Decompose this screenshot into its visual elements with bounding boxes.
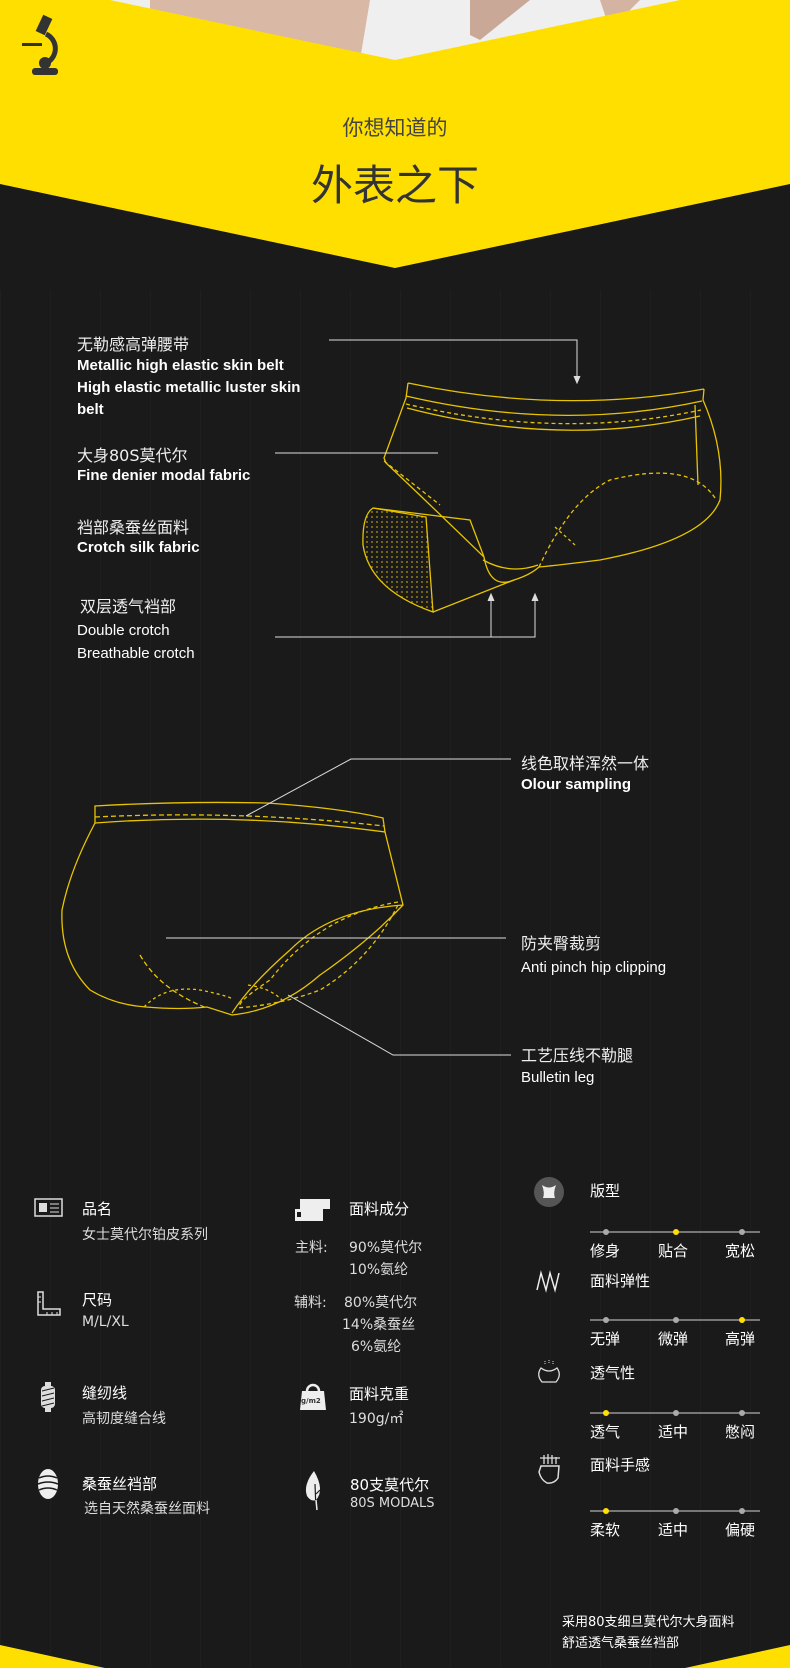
rating-dot (603, 1229, 609, 1235)
spec-main-value: 10%氨纶 (349, 1262, 409, 1278)
label-body-en: Fine denier modal fabric (77, 467, 251, 484)
spec-modal-value: 80S MODALS (350, 1496, 435, 1511)
spec-main-label: 主料: (295, 1240, 328, 1256)
spec-thread-value: 高韧度缝合线 (82, 1411, 166, 1427)
rating-option: 宽松 (725, 1242, 756, 1260)
label-waistband-en: belt (77, 401, 104, 418)
fabric-composition-icon (295, 1199, 330, 1221)
spec-thread-title: 缝纫线 (82, 1384, 128, 1402)
rating-option: 适中 (658, 1423, 689, 1441)
spec-name-title: 品名 (82, 1200, 113, 1218)
spec-crotch-title: 桑蚕丝裆部 (82, 1475, 158, 1493)
rating-title: 版型 (590, 1182, 621, 1200)
rating-dot (673, 1410, 679, 1416)
label-hip-cn: 防夹臀裁剪 (521, 934, 602, 953)
spec-size-value: M/L/XL (82, 1314, 129, 1330)
spec-aux-value: 80%莫代尔 (344, 1295, 418, 1311)
label-crotch-en: Crotch silk fabric (77, 539, 200, 556)
rating-dot-selected (603, 1508, 609, 1514)
rating-option: 憋闷 (725, 1423, 756, 1441)
rating-dot (673, 1317, 679, 1323)
spec-composition-title: 面料成分 (349, 1200, 410, 1218)
label-colour-en: Olour sampling (521, 776, 632, 793)
elasticity-icon (536, 1270, 560, 1293)
thread-spool-icon (41, 1382, 55, 1412)
pointer-line-waistband (329, 339, 578, 380)
weight-icon-text: g/m2 (301, 1397, 321, 1405)
rating-dot (673, 1508, 679, 1514)
rating-title: 透气性 (590, 1364, 636, 1382)
label-leg-en: Bulletin leg (521, 1069, 595, 1086)
briefs-front-drawing (383, 382, 722, 583)
rating-option: 透气 (590, 1423, 621, 1441)
label-double-crotch-cn: 双层透气裆部 (80, 597, 177, 616)
rating-dot-selected (603, 1410, 609, 1416)
silk-cocoon-icon (37, 1469, 59, 1499)
id-card-icon (34, 1198, 63, 1217)
rating-option: 贴合 (658, 1242, 689, 1260)
rating-dot (739, 1229, 745, 1235)
spec-aux-value: 6%氨纶 (351, 1339, 402, 1355)
label-leg-cn: 工艺压线不勒腿 (521, 1046, 634, 1065)
spec-crotch-value: 选自天然桑蚕丝面料 (84, 1501, 210, 1517)
rating-option: 偏硬 (725, 1521, 756, 1539)
label-hip-en: Anti pinch hip clipping (521, 959, 667, 976)
front-diagram (275, 339, 722, 638)
label-double-crotch-en: Breathable crotch (77, 645, 195, 662)
ruler-icon (37, 1291, 61, 1316)
hand-feel-icon (538, 1454, 560, 1484)
label-double-crotch-en: Double crotch (77, 622, 170, 639)
weight-icon (300, 1383, 326, 1410)
rating-option: 适中 (658, 1521, 689, 1539)
spec-name-value: 女士莫代尔铂皮系列 (82, 1227, 208, 1243)
spec-size-title: 尺码 (82, 1291, 113, 1309)
label-crotch-cn: 裆部桑蚕丝面料 (77, 518, 190, 537)
label-body-cn: 大身80S莫代尔 (77, 446, 188, 465)
fit-icon (534, 1177, 564, 1207)
rating-option: 无弹 (590, 1330, 621, 1348)
rating-dot-selected (673, 1229, 679, 1235)
leaf-icon (305, 1471, 321, 1511)
pointer-line-leg (287, 994, 511, 1056)
rating-dot (739, 1508, 745, 1514)
pointer-line-crotch (275, 597, 536, 638)
rating-title: 面料弹性 (590, 1272, 651, 1290)
crotch-panel-drawing (362, 507, 515, 613)
label-waistband-cn: 无勒感高弹腰带 (77, 335, 190, 354)
label-colour-cn: 线色取样浑然一体 (521, 754, 650, 773)
spec-weight-value: 190g/㎡ (349, 1411, 404, 1427)
spec-weight-title: 面料克重 (349, 1385, 410, 1403)
briefs-back-drawing (61, 801, 404, 1016)
spec-aux-label: 辅料: (294, 1295, 327, 1311)
rating-option: 修身 (590, 1242, 621, 1260)
header-banner (0, 0, 790, 290)
microscope-icon (22, 14, 58, 75)
rating-option: 微弹 (658, 1330, 689, 1348)
footer-line: 舒适透气桑蚕丝裆部 (562, 1636, 680, 1651)
spec-modal-title: 80支莫代尔 (350, 1476, 430, 1494)
rating-option: 高弹 (725, 1330, 756, 1348)
label-waistband-en: Metallic high elastic skin belt (77, 357, 284, 374)
spec-aux-value: 14%桑蚕丝 (342, 1317, 416, 1333)
breathability-icon (538, 1360, 560, 1383)
rating-dot (603, 1317, 609, 1323)
rating-option: 柔软 (590, 1521, 621, 1539)
spec-main-value: 90%莫代尔 (349, 1240, 423, 1256)
header-title: 外表之下 (310, 161, 479, 210)
back-diagram (61, 758, 511, 1056)
rating-dot-selected (739, 1317, 745, 1323)
rating-title: 面料手感 (590, 1456, 651, 1474)
footer-line: 采用80支细旦莫代尔大身面料 (562, 1615, 735, 1630)
label-waistband-en: High elastic metallic luster skin (77, 379, 301, 396)
pointer-line-colour (245, 758, 511, 817)
header-subtitle: 你想知道的 (342, 116, 448, 140)
rating-dot (739, 1410, 745, 1416)
